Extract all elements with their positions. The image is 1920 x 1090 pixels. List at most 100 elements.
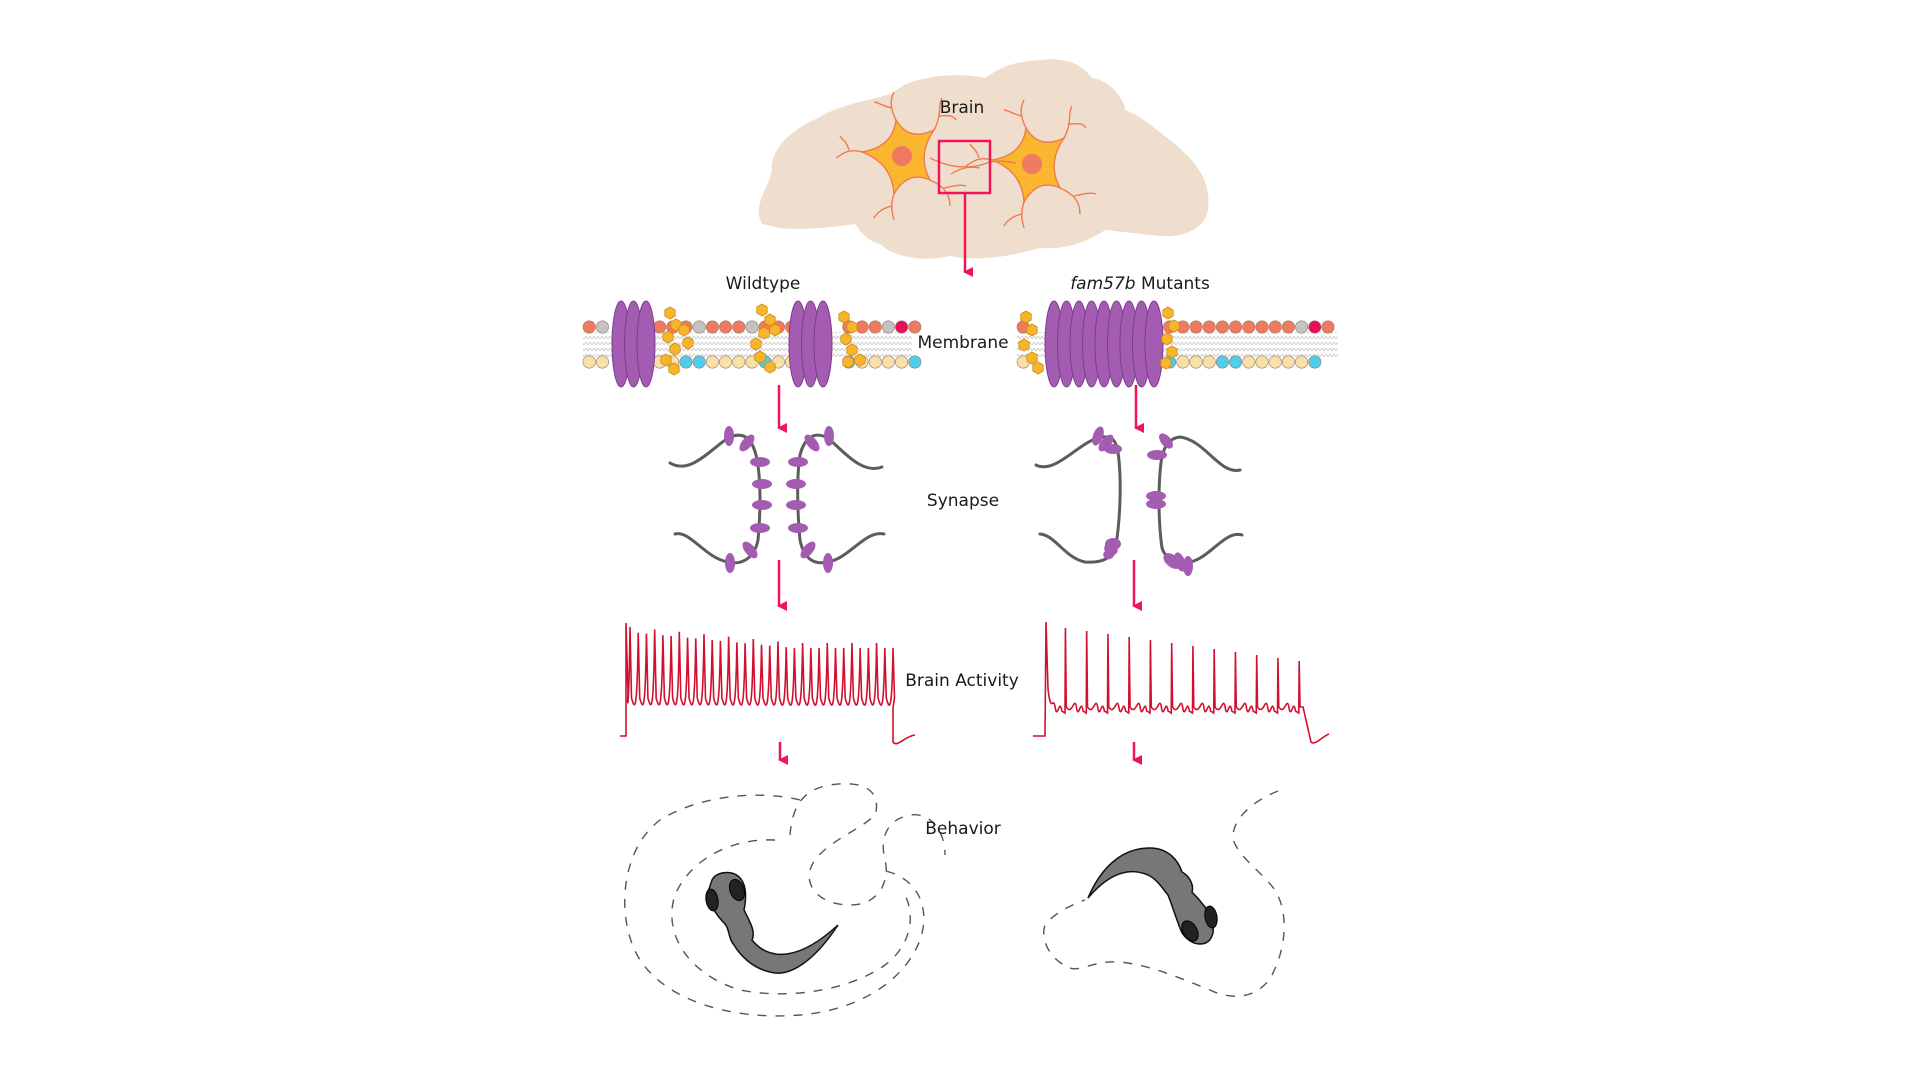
cholesterol: [1026, 351, 1038, 365]
lipid-head-top: [653, 320, 667, 334]
cholesterol: [1168, 319, 1180, 333]
neuron-dendrite: [1020, 99, 1027, 129]
cholesterol: [1161, 332, 1173, 346]
cholesterol: [668, 362, 680, 376]
label-membrane: Membrane: [917, 333, 1008, 353]
neuron-dendrite: [1003, 109, 1023, 117]
cholesterol: [664, 306, 676, 320]
synaptic-receptor: [739, 434, 755, 452]
neuron: [835, 91, 967, 221]
synaptic-receptor: [823, 553, 833, 573]
synaptic-receptor: [786, 500, 806, 510]
synaptic-receptor: [788, 523, 808, 533]
label-wildtype: Wildtype: [726, 274, 801, 294]
fish-eye: [1204, 905, 1218, 929]
lipid-head-top: [1229, 320, 1243, 334]
lipid-head-top: [1308, 320, 1322, 334]
synapse-membrane: [668, 433, 762, 565]
lipid-head-bottom: [908, 355, 922, 369]
cholesterol: [846, 320, 858, 334]
cholesterol: [1020, 310, 1032, 324]
lipid-head-bottom: [1215, 355, 1229, 369]
neuron-dendrite: [929, 179, 951, 207]
cholesterol: [1032, 361, 1044, 375]
lipid-head-bottom: [1268, 355, 1282, 369]
brain-illustration: Brain: [758, 59, 1209, 277]
swim-path-wt-middle: [671, 839, 911, 995]
behavior-wildtype: [624, 783, 946, 1017]
lipid-head-bottom: [582, 355, 596, 369]
label-mutant-gene: fam57b: [1070, 274, 1135, 294]
synaptic-receptor: [786, 479, 806, 489]
lipid-head-bottom: [692, 355, 706, 369]
fish-eye: [705, 888, 719, 912]
axon-branch: [950, 166, 981, 175]
trace-mutant: [1033, 621, 1330, 744]
lipid-head-top: [1268, 320, 1282, 334]
membrane-wildtype: [582, 300, 922, 388]
cholesterol: [846, 343, 858, 357]
synaptic-receptor: [1147, 450, 1167, 460]
synaptic-receptor: [824, 426, 834, 446]
label-mutant: fam57b Mutants: [1070, 274, 1210, 294]
fish-eye: [728, 878, 746, 902]
synapse-wildtype: [668, 426, 886, 573]
fish-eye: [1181, 920, 1199, 942]
swim-path-wt-outer: [624, 794, 925, 1017]
neuron-dendrite: [835, 149, 863, 159]
membrane-protein: [813, 300, 833, 388]
label-brain-activity: Brain Activity: [905, 671, 1019, 691]
neuron: [965, 99, 1097, 229]
synapse-membrane: [1034, 435, 1122, 564]
neuron-dendrite: [1021, 201, 1025, 229]
synaptic-receptor: [1103, 548, 1115, 560]
lipid-head-bottom: [732, 355, 746, 369]
behavior-mutant: [1043, 790, 1285, 997]
lipid-head-top: [908, 320, 922, 334]
cholesterol: [754, 350, 766, 364]
neuron-dendrite: [943, 184, 967, 189]
neuron-dendrite: [873, 101, 893, 109]
synaptic-receptor: [1092, 426, 1104, 446]
synaptic-receptor: [804, 434, 820, 452]
synapse-membrane: [1157, 435, 1244, 565]
lipid-head-top: [692, 320, 706, 334]
neuron-dendrite: [839, 135, 850, 151]
label-brain: Brain: [940, 98, 985, 118]
lipid-head-top: [595, 320, 609, 334]
cholesterol: [662, 330, 674, 344]
lipid-head-bottom: [1242, 355, 1256, 369]
lipid-head-bottom: [895, 355, 909, 369]
lipid-head-top: [1281, 320, 1295, 334]
synaptic-receptor: [750, 523, 770, 533]
lipid-head-top: [719, 320, 733, 334]
synaptic-receptor: [800, 541, 816, 559]
neuron-dendrite: [873, 205, 893, 219]
lipid-head-bottom: [1295, 355, 1309, 369]
synaptic-receptor: [1159, 433, 1173, 449]
cholesterol: [854, 353, 866, 367]
lipid-head-bottom: [719, 355, 733, 369]
cholesterol: [756, 303, 768, 317]
cholesterol: [1166, 345, 1178, 359]
lipid-head-bottom: [881, 355, 895, 369]
neuron-dendrite: [1067, 122, 1087, 129]
lipid-head-bottom: [868, 355, 882, 369]
synaptic-receptor: [1146, 499, 1166, 509]
membrane-protein: [1144, 300, 1164, 388]
lipid-head-bottom: [1202, 355, 1216, 369]
label-synapse: Synapse: [927, 491, 999, 511]
synaptic-receptor: [752, 500, 772, 510]
cholesterol: [669, 342, 681, 356]
synaptic-receptor: [752, 479, 772, 489]
synaptic-receptor: [1104, 444, 1122, 454]
lipid-head-top: [582, 320, 596, 334]
synaptic-receptor: [1183, 556, 1193, 576]
swim-path-mutant: [1043, 790, 1285, 997]
cholesterol: [758, 326, 770, 340]
lipid-head-top: [1215, 320, 1229, 334]
lipid-head-bottom: [595, 355, 609, 369]
lipid-head-bottom: [679, 355, 693, 369]
synaptic-receptor: [725, 553, 735, 573]
lipid-head-top: [745, 320, 759, 334]
